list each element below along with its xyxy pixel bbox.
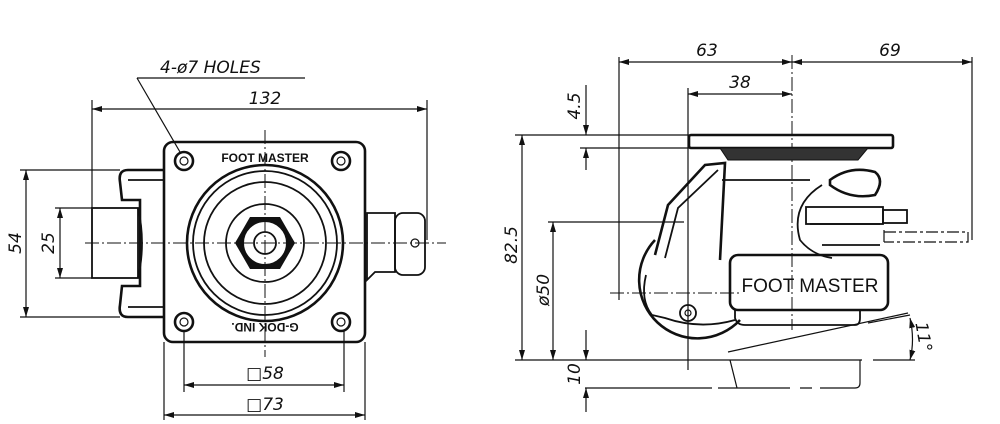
dim-10: 10 [565, 363, 585, 385]
lifted-outline [585, 360, 861, 389]
holes-note: 4-ø7 HOLES [160, 58, 261, 78]
angle-11: 11° [910, 321, 935, 354]
maker-label: G-DOK IND. [231, 320, 298, 334]
wheel [637, 239, 741, 340]
handle-dashed [883, 230, 969, 245]
dim-50: ø50 [534, 274, 554, 307]
holes-leader [136, 77, 181, 153]
top-view: 4-ø7 HOLES 132 54 25 FOOT MASTER G-DOK I… [6, 58, 446, 420]
dim-63: 63 [696, 41, 718, 61]
body [728, 253, 890, 312]
dim-25: 25 [39, 232, 59, 254]
dim-58: □58 [246, 364, 284, 384]
dim-82-5: 82.5 [502, 226, 522, 264]
dim-4-5: 4.5 [565, 92, 585, 119]
side-view: 63 69 38 4.5 82.5 ø50 10 11° [502, 41, 973, 412]
wheel-hub [643, 274, 736, 326]
tilt-line [867, 314, 911, 324]
dim-54: 54 [6, 232, 26, 254]
lever-arm [796, 184, 833, 259]
dim-132: 132 [249, 89, 281, 109]
bracket-arm [653, 161, 727, 261]
lever-housing [366, 212, 396, 283]
dim-73: □73 [246, 395, 284, 415]
dim-69: 69 [879, 41, 901, 61]
ratchet-end [882, 209, 908, 224]
ratchet [805, 206, 884, 225]
base-pad [734, 310, 861, 326]
adjust-knob [828, 168, 882, 198]
dim-38: 38 [729, 73, 751, 93]
bracket-arm-inner [664, 169, 719, 259]
top-plate [687, 133, 895, 150]
lifted-outline [729, 359, 738, 389]
plate-bearing [719, 147, 870, 161]
lever-knob [394, 212, 426, 276]
angle-arc [909, 317, 916, 361]
tilt-line [727, 312, 909, 353]
brand-label-side: FOOT MASTER [742, 276, 879, 297]
